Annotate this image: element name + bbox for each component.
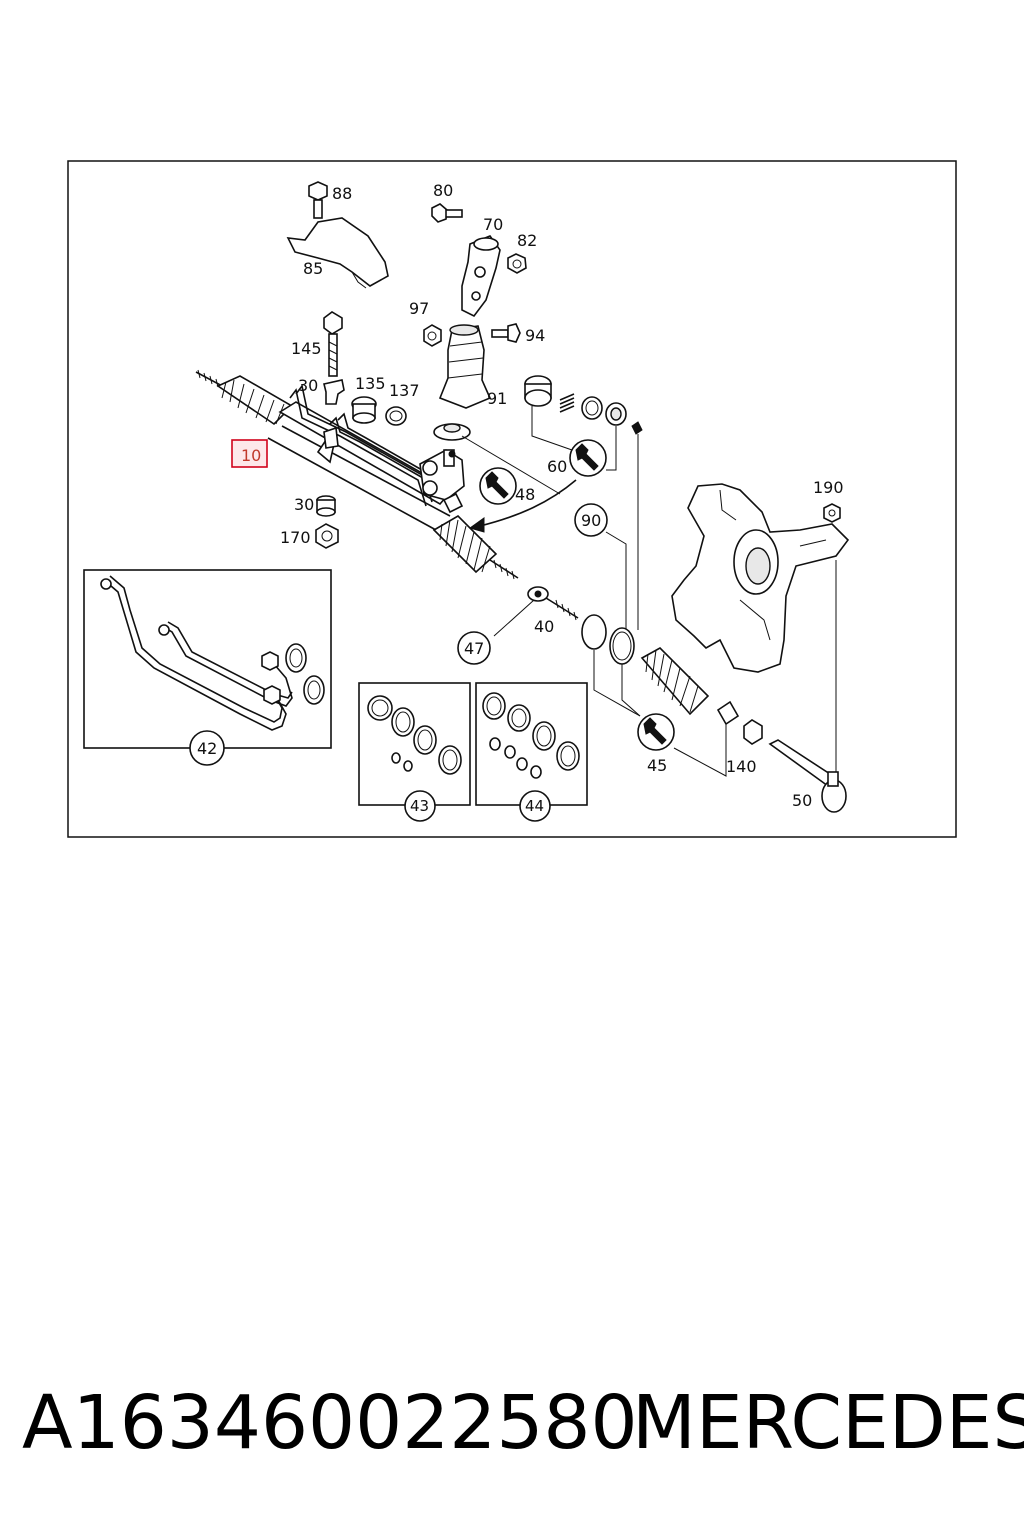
label-135: 135 xyxy=(355,374,386,393)
label-30-top: 30 xyxy=(298,376,318,395)
callout-circle-44 xyxy=(519,790,551,822)
label-50: 50 xyxy=(792,791,812,810)
part-85-cover[interactable] xyxy=(286,217,389,289)
label-88: 88 xyxy=(332,184,352,203)
label-90: 90 xyxy=(581,511,601,530)
label-137: 137 xyxy=(389,381,420,400)
part-91-boot[interactable] xyxy=(438,324,492,409)
label-85: 85 xyxy=(303,259,323,278)
part-60-kit[interactable] xyxy=(524,375,643,630)
label-47: 47 xyxy=(464,639,484,658)
arrow-to-rack xyxy=(468,479,577,533)
part-80-bolt[interactable] xyxy=(431,203,463,223)
label-80: 80 xyxy=(433,181,453,200)
callout-circle-90 xyxy=(574,503,608,537)
highlight-box-10 xyxy=(231,439,268,468)
part-number: A163460022580 xyxy=(22,1380,638,1466)
part-140-clamp[interactable] xyxy=(673,700,763,777)
part-10-steering-rack[interactable] xyxy=(195,369,519,580)
label-10: 10 xyxy=(241,446,261,465)
callout-circle-42 xyxy=(189,730,225,766)
part-40-inner-tie-rod[interactable] xyxy=(527,586,579,621)
part-94-bolt[interactable] xyxy=(491,323,521,343)
leader-48-90 xyxy=(461,435,561,495)
part-70-coupling[interactable] xyxy=(461,235,501,318)
leader-90 xyxy=(605,531,627,630)
part-97-nut[interactable] xyxy=(423,324,442,347)
label-94: 94 xyxy=(525,326,545,345)
leader-47 xyxy=(493,599,535,637)
label-97: 97 xyxy=(409,299,429,318)
part-48-seal[interactable] xyxy=(433,423,471,441)
part-190-nut[interactable] xyxy=(823,503,841,523)
label-43: 43 xyxy=(410,797,429,815)
label-42: 42 xyxy=(197,739,217,758)
label-60: 60 xyxy=(547,457,567,476)
part-45-kit[interactable] xyxy=(581,614,710,717)
label-140: 140 xyxy=(726,757,757,776)
label-170: 170 xyxy=(280,528,311,547)
box-44 xyxy=(475,682,588,806)
part-50-tie-rod-end[interactable] xyxy=(768,739,847,813)
part-82-nut[interactable] xyxy=(507,253,527,274)
label-70: 70 xyxy=(483,215,503,234)
part-30-bushing-lower[interactable] xyxy=(316,495,336,517)
label-190: 190 xyxy=(813,478,844,497)
part-135-fitting[interactable] xyxy=(351,396,377,424)
label-44: 44 xyxy=(525,797,544,815)
callout-circle-47 xyxy=(457,631,491,665)
label-30-lower: 30 xyxy=(294,495,314,514)
brand-name: MERCEDES xyxy=(632,1380,1024,1466)
wrench-icon-60 xyxy=(569,439,607,477)
wrench-icon-48 xyxy=(479,467,517,505)
label-45: 45 xyxy=(647,756,667,775)
steering-knuckle xyxy=(671,483,850,673)
label-145: 145 xyxy=(291,339,322,358)
part-88-bolt[interactable] xyxy=(308,181,328,219)
part-30-bushing-top[interactable] xyxy=(323,379,345,405)
part-170-nut[interactable] xyxy=(315,523,339,549)
label-48: 48 xyxy=(515,485,535,504)
label-40: 40 xyxy=(534,617,554,636)
callout-circle-43 xyxy=(404,790,436,822)
part-145-bolt[interactable] xyxy=(323,311,343,377)
label-82: 82 xyxy=(517,231,537,250)
wrench-icon-45 xyxy=(637,713,675,751)
label-91: 91 xyxy=(487,389,507,408)
part-137-oring[interactable] xyxy=(385,406,407,426)
box-43 xyxy=(358,682,471,806)
